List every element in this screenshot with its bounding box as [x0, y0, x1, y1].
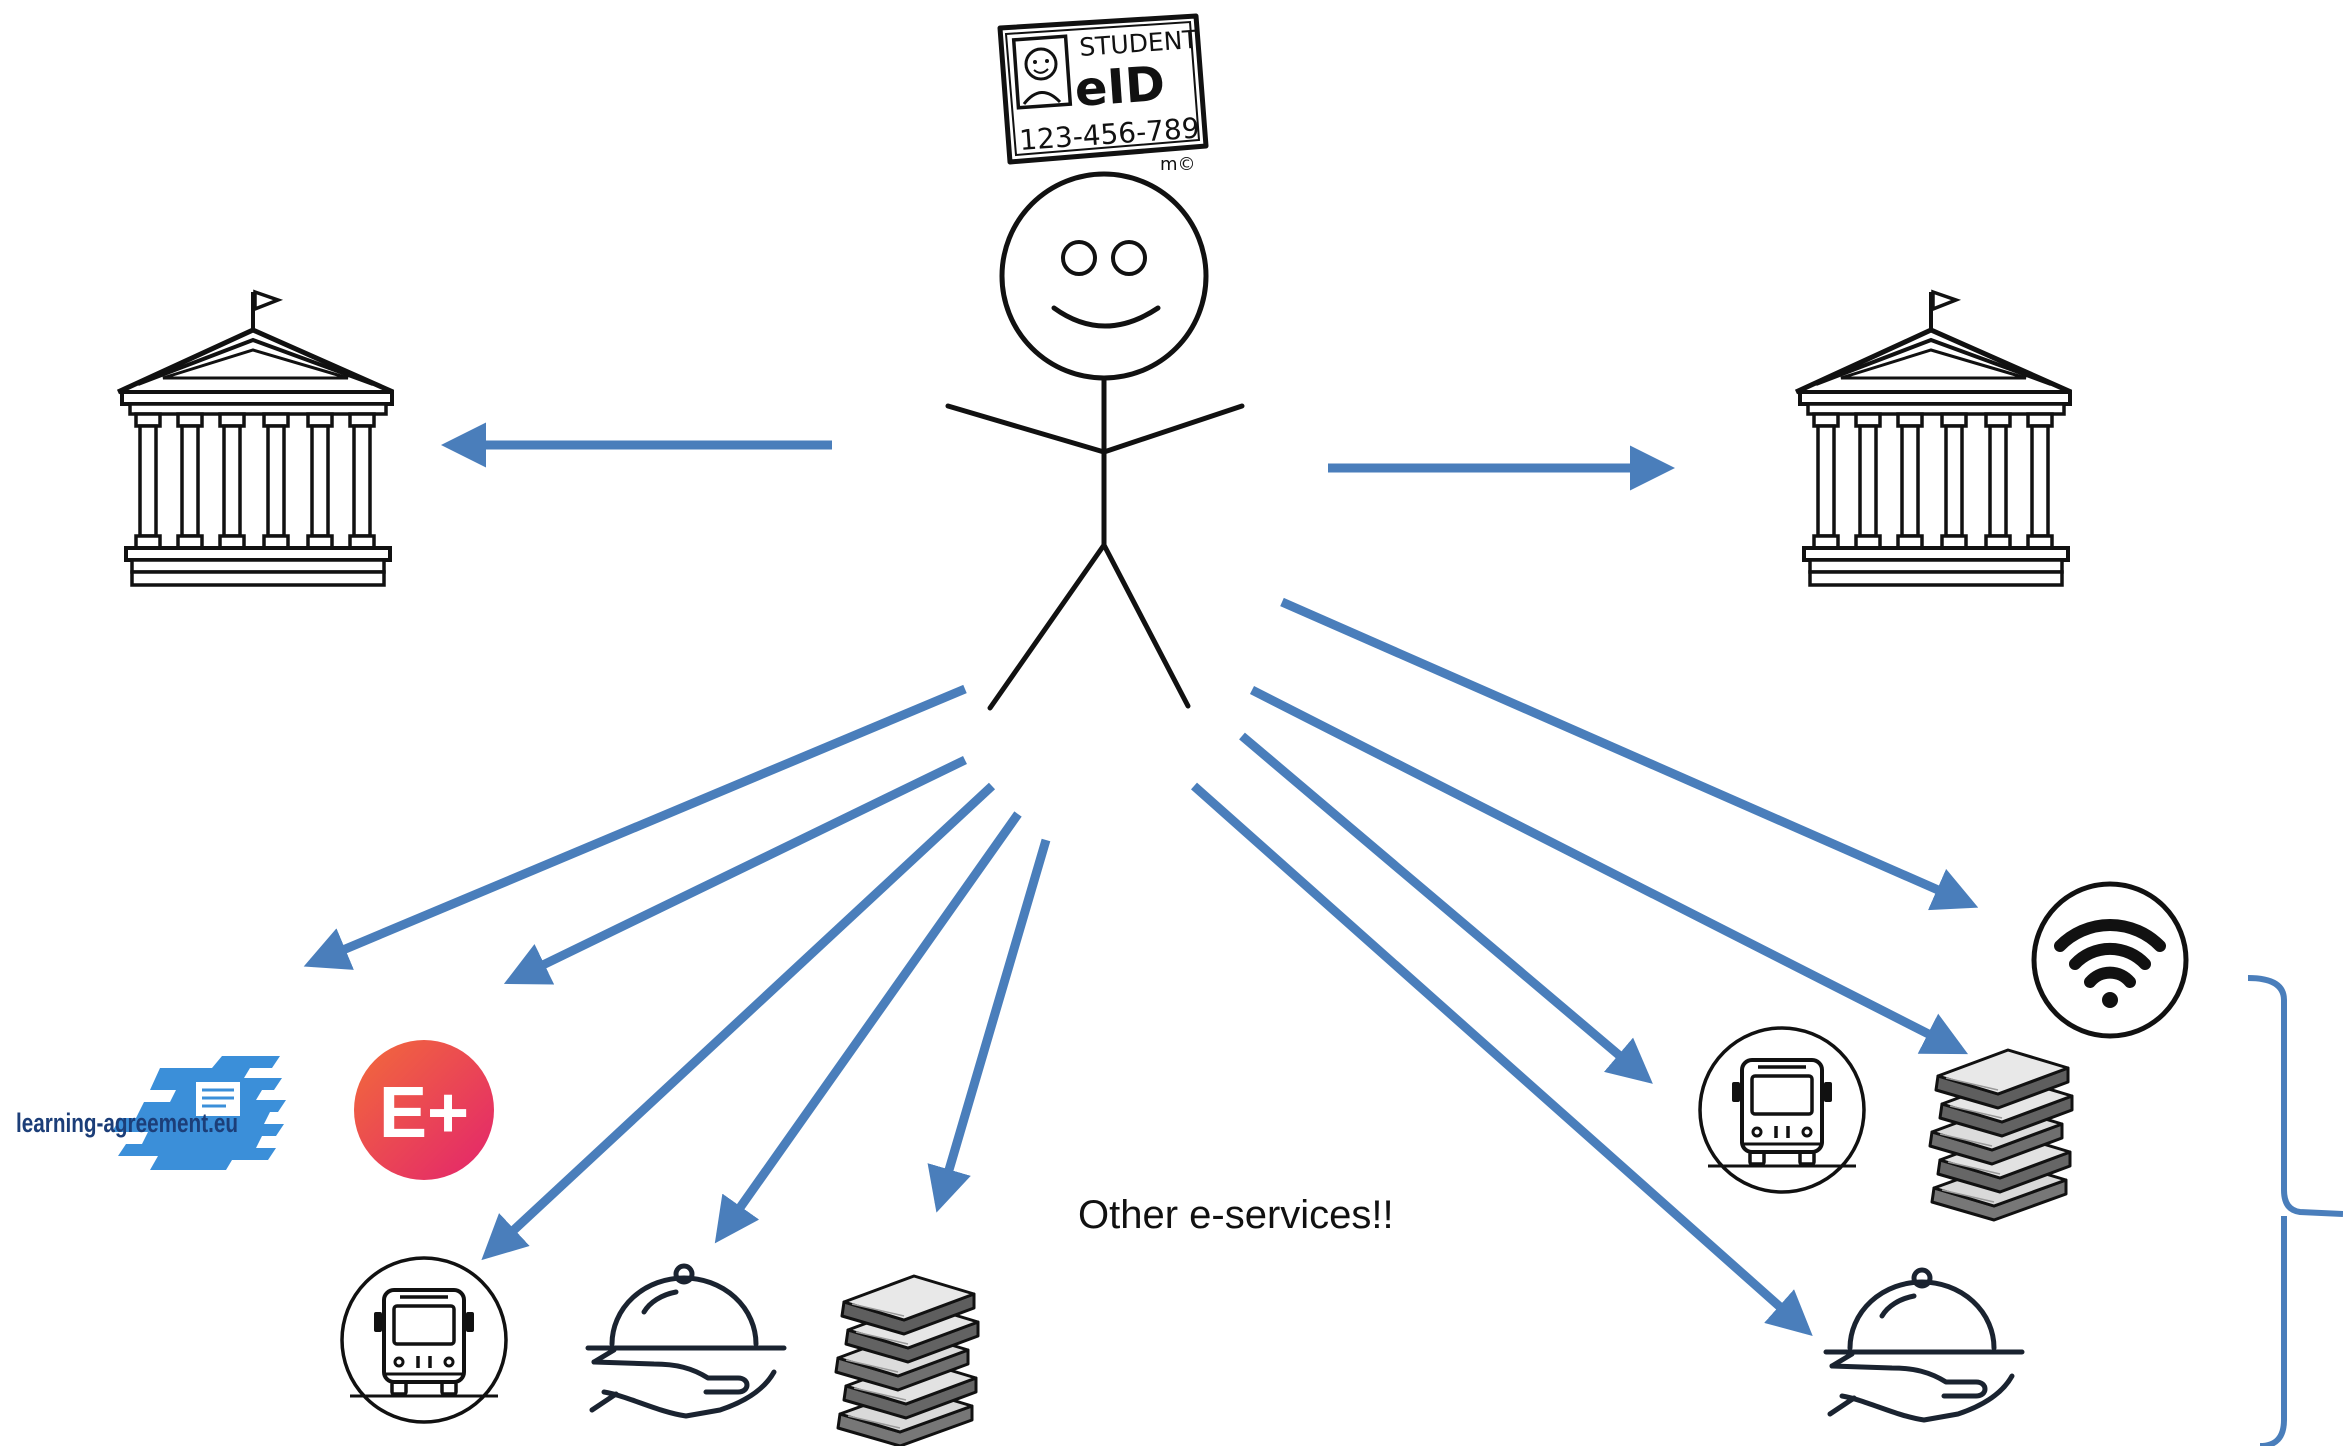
home-university-building-icon: [118, 292, 393, 585]
arrow-to-bus-left: [481, 782, 996, 1261]
erasmus-plus-logo: E+: [354, 1040, 494, 1180]
card-signature: m©: [1160, 154, 1196, 175]
wifi-icon: [2031, 881, 2189, 1039]
figure-head: [999, 171, 1209, 381]
arrow-to-erasmus: [503, 755, 967, 985]
right-brace: [2247, 975, 2343, 1446]
erasmus-text: E+: [379, 1073, 469, 1153]
host-university-building-icon: [1796, 292, 2071, 585]
student-eid-card: STUDENT eID 123-456-789 m©: [997, 13, 1209, 175]
food-service-icon: [1826, 1270, 2022, 1420]
bus-icon: [340, 1256, 508, 1424]
arrow-to-books-left: [927, 838, 1051, 1213]
arrow-to-food-right: [1191, 782, 1813, 1336]
learning-agreement-logo: learning-agreement.eu: [16, 1056, 286, 1170]
books-icon: [834, 1274, 980, 1446]
student-stick-figure: [945, 171, 1245, 711]
arrow-to-bus-right: [1239, 732, 1653, 1084]
arrow-to-wifi: [1280, 597, 1979, 911]
bus-icon: [1698, 1026, 1866, 1194]
arrow-to-food-left: [714, 811, 1022, 1244]
food-service-icon: [588, 1266, 784, 1416]
arrows: [303, 422, 1979, 1336]
arrow-to-learning-agreement: [303, 684, 967, 970]
books-icon: [1928, 1048, 2074, 1222]
student-photo-icon: [1011, 34, 1073, 110]
card-eid-label: eID: [1073, 56, 1167, 118]
learning-agreement-text: learning-agreement.eu: [16, 1108, 238, 1138]
other-eservices-label: Other e-services!!: [1078, 1193, 1394, 1237]
arrow-to-books-right: [1249, 685, 1969, 1055]
